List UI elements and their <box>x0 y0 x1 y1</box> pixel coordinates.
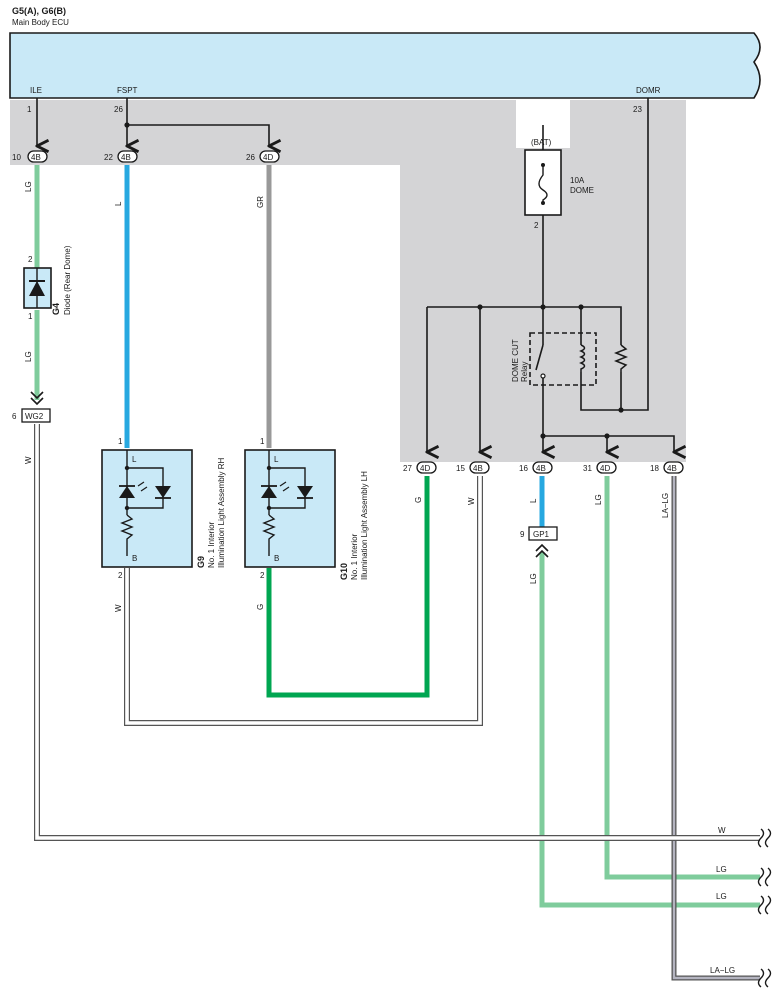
rh-pin-bottom: 2 <box>118 571 123 580</box>
wire-label: LG <box>24 351 33 362</box>
ecu-code: G5(A), G6(B) <box>12 6 66 16</box>
wire-lg-gp1 <box>539 552 760 908</box>
connector-pin: 22 <box>104 153 113 162</box>
connector-22: 4B 22 <box>104 150 138 163</box>
wire-label: LA−LG <box>661 493 670 518</box>
relay-label-2: Relay <box>520 362 529 382</box>
wire-label: LA−LG <box>710 966 735 975</box>
rh-term-b: B <box>132 554 137 563</box>
wire-label: W <box>24 456 33 464</box>
connector-pin: 27 <box>403 464 412 473</box>
connector-16: 4B 16 <box>519 461 553 474</box>
connector-10: 4B 10 <box>12 150 48 163</box>
wire-lg-31 <box>604 476 760 880</box>
wire-g <box>266 476 430 698</box>
wire-label: L <box>114 201 123 206</box>
rh-term-l: L <box>132 455 137 464</box>
relay-label-1: DOME CUT <box>511 339 520 382</box>
connector-pin: 16 <box>519 464 528 473</box>
connector-27: 4D 27 <box>403 461 437 474</box>
connector-18: 4B 18 <box>650 461 684 474</box>
junction-pin: 9 <box>520 530 525 539</box>
lh-name-2: Illumination Light Assembly LH <box>360 471 369 580</box>
fuse-dome <box>524 149 562 216</box>
connector-code: 4B <box>667 464 677 473</box>
lh-pin-top: 1 <box>260 437 265 446</box>
fuse-source: (BAT) <box>531 138 552 147</box>
assembly-lh <box>244 449 336 568</box>
connector-pin: 18 <box>650 464 659 473</box>
junction-code: GP1 <box>533 530 550 539</box>
ecu-pin-domr: 23 <box>633 105 642 114</box>
connector-15: 4B 15 <box>456 461 490 474</box>
connector-code: 4B <box>536 464 546 473</box>
lh-term-l: L <box>274 455 279 464</box>
connector-26: 4D 26 <box>246 150 280 163</box>
ecu-block <box>9 32 761 99</box>
wire-label: LG <box>24 181 33 192</box>
diode-pin-bottom: 1 <box>28 312 33 321</box>
connector-code: 4B <box>121 153 131 162</box>
fuse-pin: 2 <box>534 221 539 230</box>
connector-31: 4D 31 <box>583 461 617 474</box>
assembly-rh <box>101 449 193 568</box>
connector-pin: 15 <box>456 464 465 473</box>
connector-code: 4D <box>263 153 273 162</box>
diode-rear-dome <box>23 267 52 309</box>
ecu-terminal-domr: DOMR <box>636 86 661 95</box>
junction-wg2: WG2 6 <box>12 391 51 423</box>
wire-label: W <box>718 826 726 835</box>
rh-code: G9 <box>196 556 206 568</box>
wire-label: LG <box>716 892 727 901</box>
lh-pin-bottom: 2 <box>260 571 265 580</box>
ecu-internal-area <box>10 100 686 462</box>
wire-label: LG <box>594 494 603 505</box>
connector-pin: 31 <box>583 464 592 473</box>
junction-gp1: GP1 9 <box>520 526 558 558</box>
wire-label: L <box>529 498 538 503</box>
connector-code: 4D <box>600 464 610 473</box>
dome-cut-relay <box>529 332 629 386</box>
junction-pin: 6 <box>12 412 17 421</box>
lh-name-1: No. 1 Interior <box>350 533 359 580</box>
diode-pin-top: 2 <box>28 255 33 264</box>
rh-name-1: No. 1 Interior <box>207 521 216 568</box>
fuse-rating: 10A <box>570 176 585 185</box>
wire-label: W <box>114 604 123 612</box>
connector-code: 4D <box>420 464 430 473</box>
diode-name: Diode (Rear Dome) <box>63 245 72 315</box>
continuation-marks <box>757 828 772 988</box>
lh-code: G10 <box>339 563 349 580</box>
ecu-pin-fspt: 26 <box>114 105 123 114</box>
rh-pin-top: 1 <box>118 437 123 446</box>
ecu-pin-ile: 1 <box>27 105 32 114</box>
rh-name-2: Illumination Light Assembly RH <box>217 458 226 568</box>
fuse-name: DOME <box>570 186 594 195</box>
ecu-name: Main Body ECU <box>12 18 69 27</box>
wire-label: W <box>467 497 476 505</box>
connector-pin: 26 <box>246 153 255 162</box>
connector-code: 4B <box>31 153 41 162</box>
wire-label: GR <box>256 196 265 208</box>
ecu-terminal-fspt: FSPT <box>117 86 138 95</box>
lh-term-b: B <box>274 554 279 563</box>
ecu-terminal-ile: ILE <box>30 86 42 95</box>
connector-pin: 10 <box>12 153 21 162</box>
wire-label: G <box>414 497 423 503</box>
connector-code: 4B <box>473 464 483 473</box>
wire-label: LG <box>529 573 538 584</box>
junction-code: WG2 <box>25 412 44 421</box>
diode-code: G4 <box>51 303 61 315</box>
wire-label: LG <box>716 865 727 874</box>
wire-label: G <box>256 604 265 610</box>
